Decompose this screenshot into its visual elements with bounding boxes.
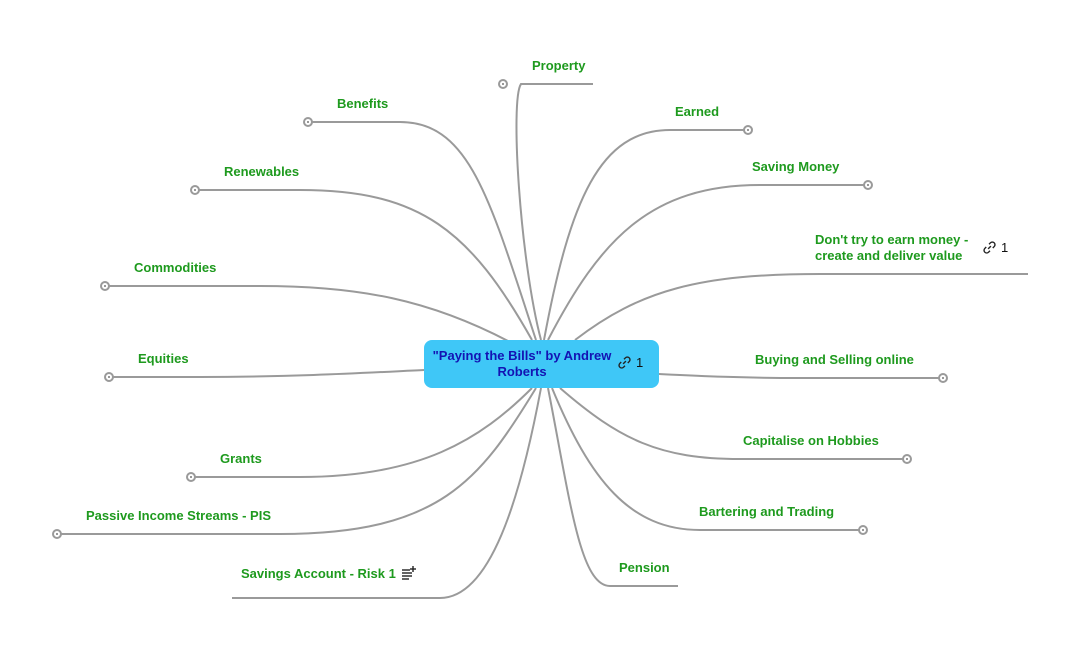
connector-savings-account: [232, 387, 542, 599]
collapse-toggle-icon[interactable]: [902, 454, 912, 464]
connector-bartering: [551, 387, 863, 531]
connector-property: [515, 83, 593, 341]
branch-saving-money[interactable]: Saving Money: [752, 159, 840, 174]
note-icon[interactable]: [401, 566, 417, 585]
branch-link-badge[interactable]: 1: [982, 240, 1008, 255]
link-count: 1: [636, 355, 644, 370]
collapse-toggle-icon[interactable]: [104, 372, 114, 382]
branch-renewables[interactable]: Renewables: [224, 164, 300, 179]
collapse-toggle-icon[interactable]: [743, 125, 753, 135]
connector-benefits: [308, 121, 537, 341]
central-topic-title: "Paying the Bills" by Andrew Roberts: [432, 348, 612, 379]
collapse-toggle-icon[interactable]: [303, 117, 313, 127]
connector-renewables: [195, 189, 533, 341]
collapse-toggle-icon[interactable]: [190, 185, 200, 195]
branch-passive-income[interactable]: Passive Income Streams - PIS: [86, 508, 271, 523]
branch-buying-selling[interactable]: Buying and Selling online: [755, 352, 914, 367]
note-icon-glyph: [402, 566, 416, 580]
collapse-toggle-icon[interactable]: [938, 373, 948, 383]
connector-earned: [543, 129, 748, 341]
branch-equities[interactable]: Equities: [138, 351, 189, 366]
branch-benefits[interactable]: Benefits: [337, 96, 389, 111]
collapse-toggle-icon[interactable]: [52, 529, 62, 539]
link-icon: [618, 356, 631, 369]
central-topic[interactable]: "Paying the Bills" by Andrew Roberts 1: [424, 340, 659, 388]
connector-pension: [547, 387, 678, 587]
connector-hobbies: [559, 387, 907, 460]
collapse-toggle-icon[interactable]: [100, 281, 110, 291]
connector-saving-money: [547, 184, 868, 341]
link-icon: [983, 241, 996, 254]
branch-pension[interactable]: Pension: [619, 560, 670, 575]
branch-hobbies[interactable]: Capitalise on Hobbies: [743, 433, 879, 448]
link-count: 1: [1001, 240, 1009, 255]
central-link-badge[interactable]: 1: [617, 355, 643, 370]
connector-earn-money: [574, 273, 1028, 341]
collapse-toggle-icon[interactable]: [858, 525, 868, 535]
collapse-toggle-icon[interactable]: [186, 472, 196, 482]
connector-equities: [109, 369, 425, 378]
branch-bartering[interactable]: Bartering and Trading: [699, 504, 835, 519]
connector-buying-selling: [658, 373, 943, 379]
collapse-toggle-icon[interactable]: [863, 180, 873, 190]
branch-grants[interactable]: Grants: [220, 451, 262, 466]
branch-property[interactable]: Property: [532, 58, 586, 73]
branch-commodities[interactable]: Commodities: [134, 260, 217, 275]
branch-savings-account[interactable]: Savings Account - Risk 1: [241, 566, 396, 581]
branch-earn-money[interactable]: Don't try to earn money - create and del…: [815, 232, 969, 263]
connector-passive-income: [57, 387, 537, 535]
branch-earned[interactable]: Earned: [675, 104, 720, 119]
collapse-toggle-icon[interactable]: [498, 79, 508, 89]
connector-commodities: [105, 285, 511, 343]
connector-grants: [191, 387, 533, 478]
